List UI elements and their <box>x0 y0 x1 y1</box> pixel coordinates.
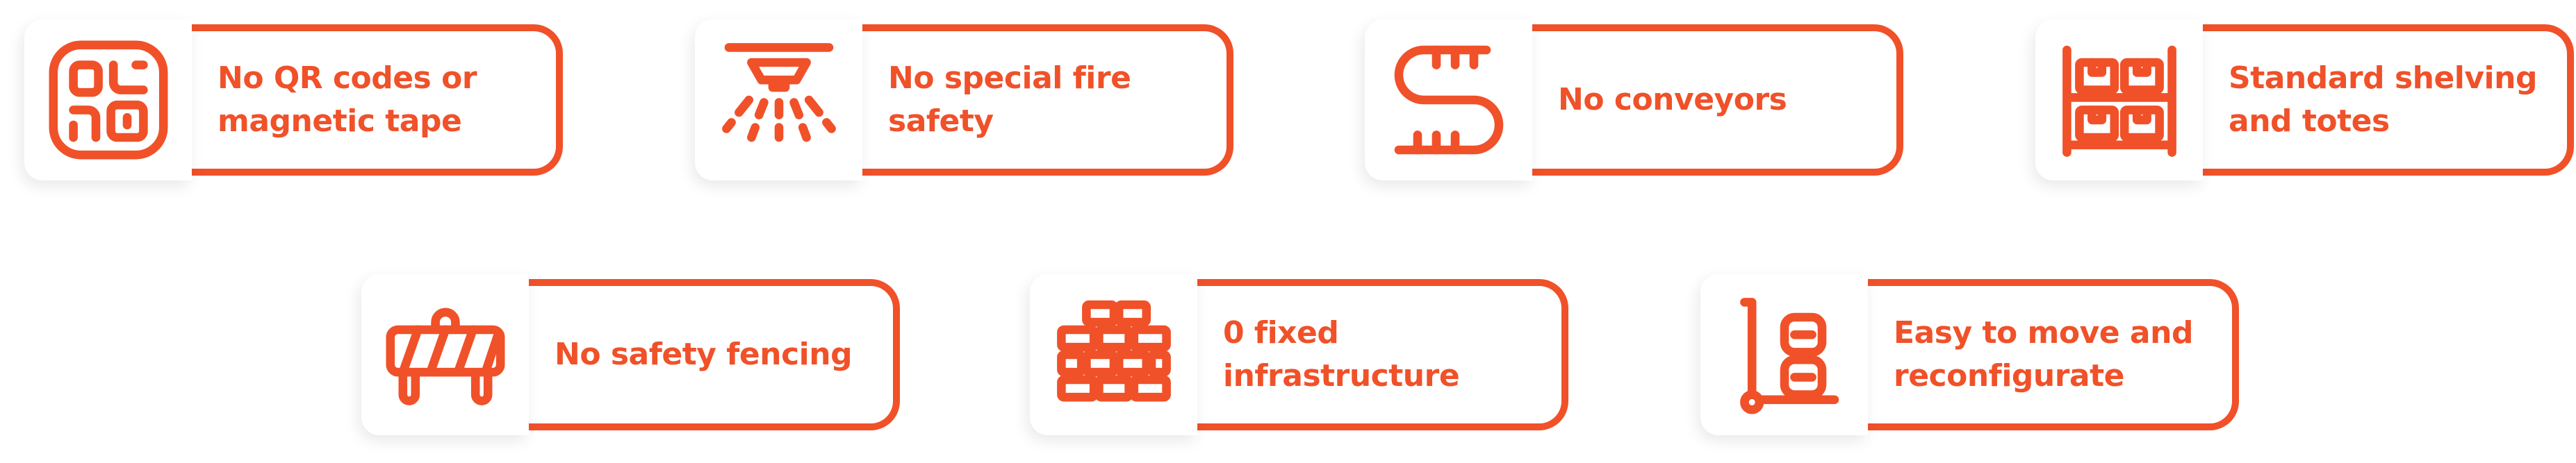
shelving-icon <box>2035 19 2203 180</box>
qr-code-icon <box>24 19 192 180</box>
feature-card-standard-shelving: Standard shelving and totes <box>2035 19 2574 180</box>
feature-label: No safety fencing <box>555 337 853 372</box>
feature-label: Easy to move and reconfigurate <box>1894 315 2193 394</box>
feature-card-no-conveyors: No conveyors <box>1365 19 1903 180</box>
feature-card-no-qr-codes: No QR codes or magnetic tape <box>24 19 563 180</box>
feature-label: Standard shelving and totes <box>2229 60 2537 139</box>
card-outline <box>2174 24 2574 176</box>
card-outline <box>1169 279 1568 430</box>
feature-card-no-safety-fencing: No safety fencing <box>361 274 900 435</box>
feature-card-no-fixed-infrastructure: 0 fixed infrastructure <box>1030 274 1568 435</box>
card-outline <box>1839 279 2239 430</box>
safety-barrier-icon <box>361 274 529 435</box>
card-outline <box>163 24 563 176</box>
brick-wall-icon <box>1030 274 1197 435</box>
card-outline <box>834 24 1233 176</box>
feature-label: No QR codes or magnetic tape <box>218 60 477 139</box>
card-outline <box>500 279 900 430</box>
feature-label: No special fire safety <box>888 60 1131 139</box>
fire-sprinkler-icon <box>695 19 862 180</box>
feature-label: 0 fixed infrastructure <box>1223 315 1460 394</box>
feature-card-no-fire-safety: No special fire safety <box>695 19 1233 180</box>
feature-card-easy-to-move: Easy to move and reconfigurate <box>1700 274 2239 435</box>
hand-truck-icon <box>1700 274 1868 435</box>
conveyor-icon <box>1365 19 1532 180</box>
feature-label: No conveyors <box>1558 82 1787 117</box>
card-outline <box>1504 24 1903 176</box>
